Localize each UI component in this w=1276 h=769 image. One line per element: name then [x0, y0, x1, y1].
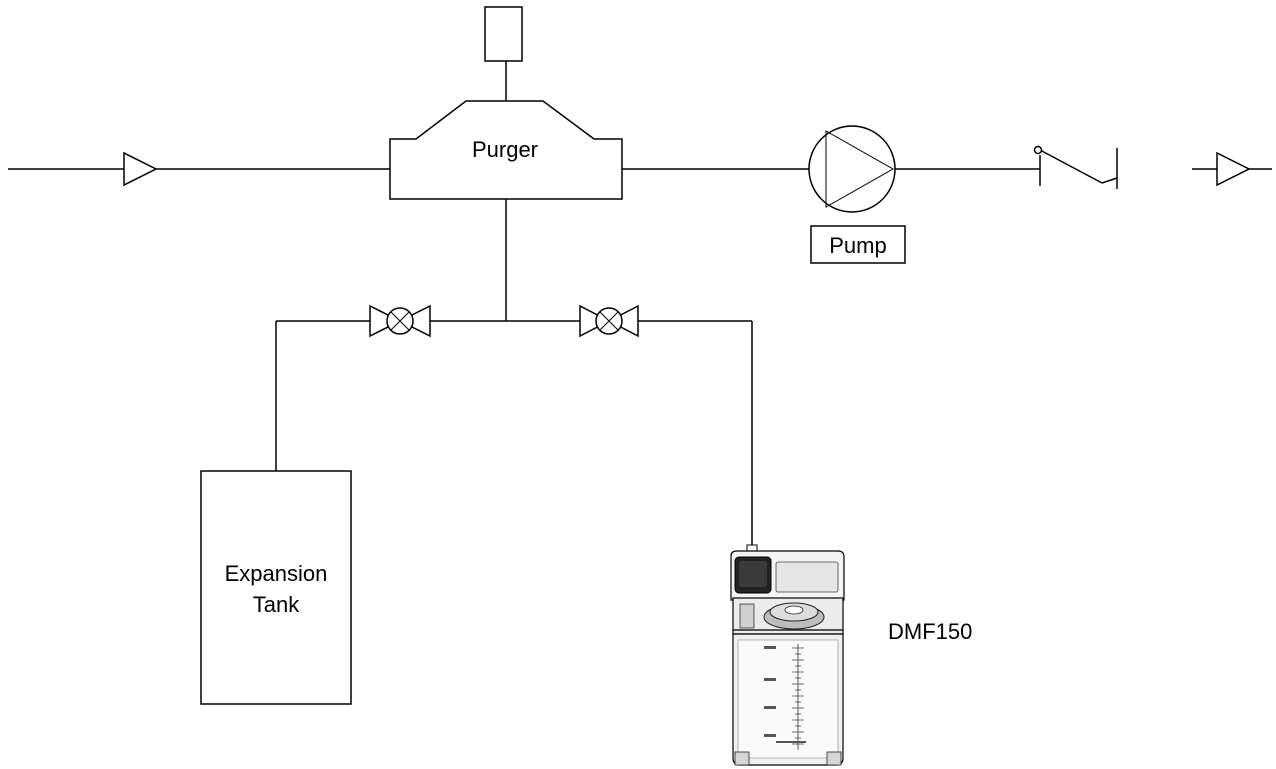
pump-label-box: [810, 225, 906, 264]
pump-arrow-icon: [825, 130, 895, 208]
dmf150-label: DMF150: [888, 619, 972, 644]
outlet-flow-arrow: [1216, 151, 1251, 187]
purger[interactable]: [389, 100, 623, 200]
expansion-tank-label-line1: Expansion: [225, 561, 328, 586]
check-valve[interactable]: [1033, 145, 1118, 190]
inlet-flow-arrow: [123, 151, 158, 187]
expansion-tank-label-line2: Tank: [253, 592, 300, 617]
dmf-isolation-valve[interactable]: [579, 304, 639, 338]
purger-vent: [484, 6, 523, 62]
purger-label: Purger: [472, 137, 538, 162]
expansion-tank[interactable]: [200, 470, 352, 705]
pump-label: Pump: [829, 233, 886, 258]
pump[interactable]: [808, 125, 896, 213]
dmf150-unit[interactable]: [730, 544, 845, 766]
tank-isolation-valve[interactable]: [369, 304, 431, 338]
